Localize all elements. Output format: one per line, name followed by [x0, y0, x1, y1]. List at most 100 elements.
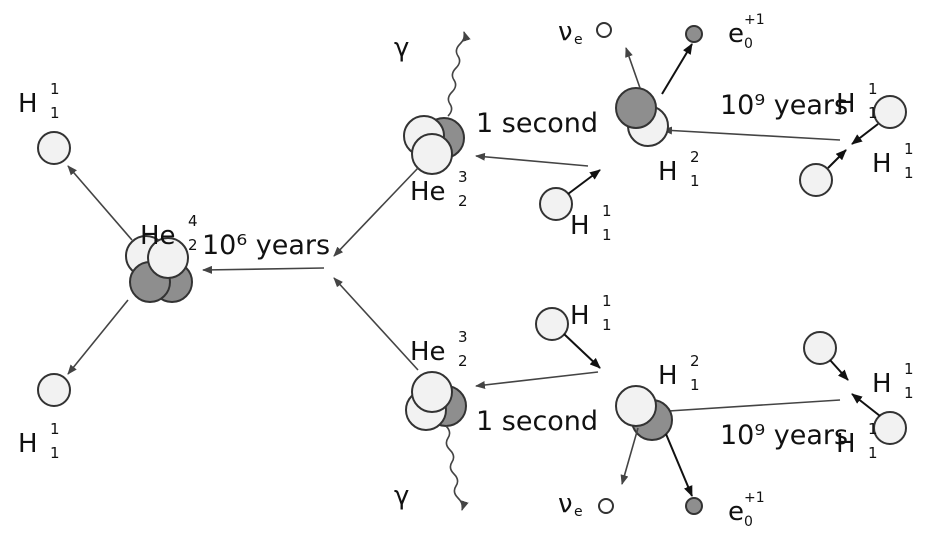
label-neutrino-top: ν e — [558, 489, 583, 520]
svg-text:1: 1 — [602, 292, 612, 310]
svg-text:3: 3 — [458, 168, 468, 186]
proton-in-1b — [803, 331, 837, 365]
svg-text:1: 1 — [50, 444, 60, 462]
svg-text:H: H — [658, 361, 678, 391]
svg-text:e: e — [728, 19, 744, 49]
svg-text:1: 1 — [602, 202, 612, 220]
gamma-ray-top — [445, 425, 469, 511]
svg-text:0: 0 — [744, 36, 753, 52]
arrow-proton-join-bottom — [567, 169, 601, 195]
svg-text:1: 1 — [602, 316, 612, 334]
svg-text:H: H — [836, 429, 856, 459]
svg-text:10⁶ years: 10⁶ years — [202, 230, 330, 261]
svg-text:1: 1 — [50, 80, 60, 98]
svg-text:2: 2 — [188, 236, 198, 254]
svg-text:2: 2 — [690, 352, 700, 370]
label-h-release-top: H 1 1 — [18, 420, 60, 462]
arrow-positron-top — [665, 433, 693, 497]
arrow-proton-join-top — [563, 333, 601, 369]
gamma-ray-bottom — [447, 31, 471, 117]
arrow-time-step1-top — [652, 399, 841, 416]
arrow-neutrino-top — [620, 427, 639, 485]
svg-text:e: e — [574, 32, 583, 48]
svg-text:1 second: 1 second — [476, 406, 598, 437]
svg-text:He: He — [410, 337, 446, 367]
svg-text:ν: ν — [558, 489, 573, 519]
svg-text:γ: γ — [394, 33, 409, 63]
svg-text:1: 1 — [904, 360, 914, 378]
arrow-time-step2-top — [475, 371, 599, 389]
positron-bottom — [685, 25, 703, 43]
arrow-positron-bottom — [661, 43, 693, 95]
svg-text:1: 1 — [904, 140, 914, 158]
proton-in-2b — [799, 163, 833, 197]
label-time-step3: 10⁶ years — [202, 230, 330, 261]
label-positron-top: e +1 0 — [728, 490, 765, 530]
label-h-1b: H 1 1 — [836, 420, 878, 462]
arrow-proton-1a — [851, 393, 881, 417]
arrow-time-step2-bottom — [475, 152, 589, 167]
svg-text:1: 1 — [904, 384, 914, 402]
svg-text:H: H — [658, 157, 678, 187]
label-h-1a: H 1 1 — [872, 360, 914, 402]
svg-text:e: e — [728, 497, 744, 527]
svg-text:0: 0 — [744, 514, 753, 530]
positron-top — [685, 497, 703, 515]
label-h-join-bottom: H 1 1 — [570, 202, 612, 244]
label-time-step2-top: 1 second — [476, 406, 598, 437]
svg-text:1: 1 — [868, 104, 878, 122]
label-he3-top: He 3 2 — [410, 328, 468, 370]
svg-text:2: 2 — [458, 352, 468, 370]
label-h-2b: H 1 1 — [836, 80, 878, 122]
svg-text:10⁹ years: 10⁹ years — [720, 90, 848, 121]
he3-top-proton-b — [411, 371, 453, 413]
svg-text:1: 1 — [602, 226, 612, 244]
svg-text:1 second: 1 second — [476, 108, 598, 139]
svg-text:H: H — [570, 301, 590, 331]
proton-release-top — [37, 373, 71, 407]
svg-text:H: H — [872, 369, 892, 399]
svg-text:e: e — [574, 504, 583, 520]
he4-neutron-b — [147, 237, 189, 279]
label-neutrino-bottom: ν e — [558, 17, 583, 48]
neutrino-top — [598, 498, 614, 514]
svg-text:+1: +1 — [744, 490, 765, 506]
arrow-he3-bottom-merge — [333, 167, 419, 257]
svg-text:1: 1 — [50, 104, 60, 122]
svg-text:H: H — [836, 89, 856, 119]
label-gamma-bottom: γ — [394, 33, 409, 63]
svg-text:+1: +1 — [744, 12, 765, 28]
arrow-proton-2b — [827, 149, 847, 169]
arrow-time-step3 — [202, 265, 325, 274]
arrow-release-bottom — [67, 165, 133, 241]
svg-text:3: 3 — [458, 328, 468, 346]
proton-join-top — [535, 307, 569, 341]
svg-text:1: 1 — [690, 376, 700, 394]
neutrino-bottom — [596, 22, 612, 38]
svg-text:1: 1 — [50, 420, 60, 438]
proton-join-bottom — [539, 187, 573, 221]
proton-in-1a — [873, 411, 907, 445]
svg-text:He: He — [410, 177, 446, 207]
proton-in-2a — [873, 95, 907, 129]
label-h-release-bottom: H 1 1 — [18, 80, 60, 122]
svg-text:H: H — [872, 149, 892, 179]
arrow-proton-2a — [851, 123, 879, 145]
svg-text:H: H — [18, 89, 38, 119]
arrow-release-top — [67, 299, 129, 375]
svg-text:4: 4 — [188, 212, 198, 230]
arrow-time-step1-bottom — [662, 126, 841, 141]
svg-text:H: H — [18, 429, 38, 459]
label-h-2a: H 1 1 — [872, 140, 914, 182]
label-gamma-top: γ — [394, 481, 409, 511]
label-positron-bottom: e +1 0 — [728, 12, 765, 52]
label-he3-bottom: He 3 2 — [410, 168, 468, 210]
label-time-step1-top: 10⁹ years — [720, 420, 848, 451]
svg-text:1: 1 — [904, 164, 914, 182]
svg-text:1: 1 — [868, 80, 878, 98]
svg-text:γ: γ — [394, 481, 409, 511]
deuteron-bottom-proton — [615, 87, 657, 129]
arrow-proton-1b — [829, 359, 849, 381]
arrow-neutrino-bottom — [625, 47, 641, 89]
